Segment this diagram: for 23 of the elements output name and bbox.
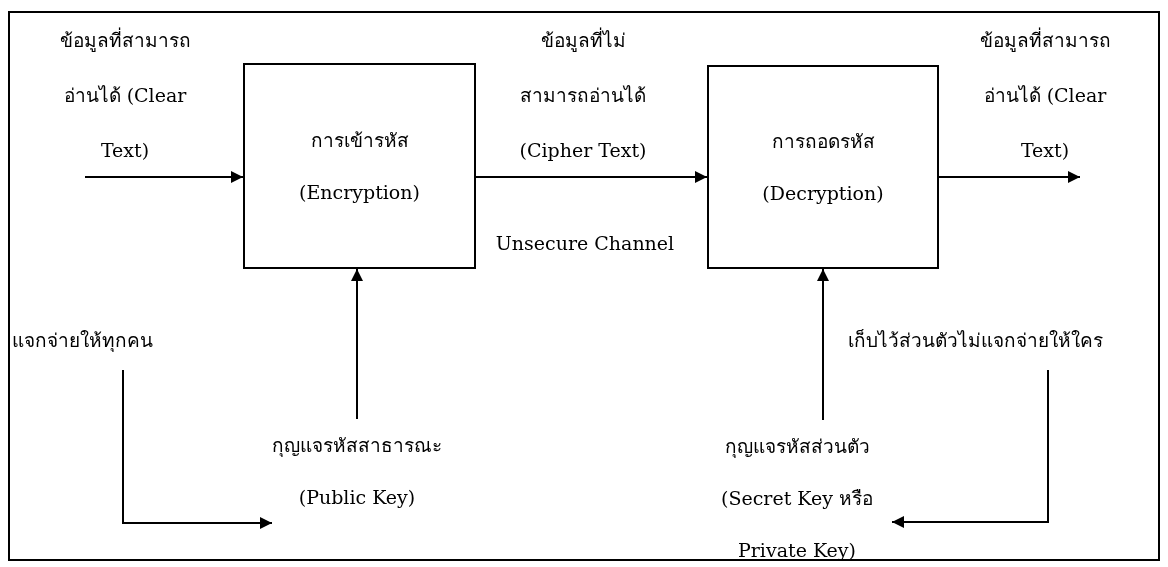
node-title: กุญแจรหัสสาธารณะ [272,433,442,459]
arrow [938,171,1081,183]
process-box [243,63,476,269]
node-subtitle: (Public Key) [297,485,417,510]
arrow [351,268,363,420]
arrow [475,171,708,183]
node-subtitle: (Decryption) [762,181,884,206]
node-title: กุญแจรหัสส่วนตัว [723,434,871,460]
arrow [891,369,1049,528]
process-box [707,65,939,269]
arrow [122,369,273,529]
node-subtitle: (Secret Key หรือ Private Key) [720,486,874,563]
node-title: แจกจ่ายให้ทุกคน [12,328,153,354]
edge-label: ข้อมูลที่สามารถอ่านได้ (Clear Text) [978,26,1112,163]
edge-label: ข้อมูลที่ไม่สามารถอ่านได้ (Cipher Text) [518,26,648,163]
arrow [84,171,244,183]
node-title: การเข้ารหัส [310,128,409,153]
arrow [817,268,829,421]
edge-label: ข้อมูลที่สามารถอ่านได้ (Clear Text) [58,26,192,163]
channel-label: Unsecure Channel [494,231,676,256]
node-subtitle: (Encryption) [299,180,420,205]
node-title: เก็บไว้ส่วนตัวไม่แจกจ่ายให้ใคร [848,328,1103,353]
node-title: การถอดรหัส [771,129,875,154]
